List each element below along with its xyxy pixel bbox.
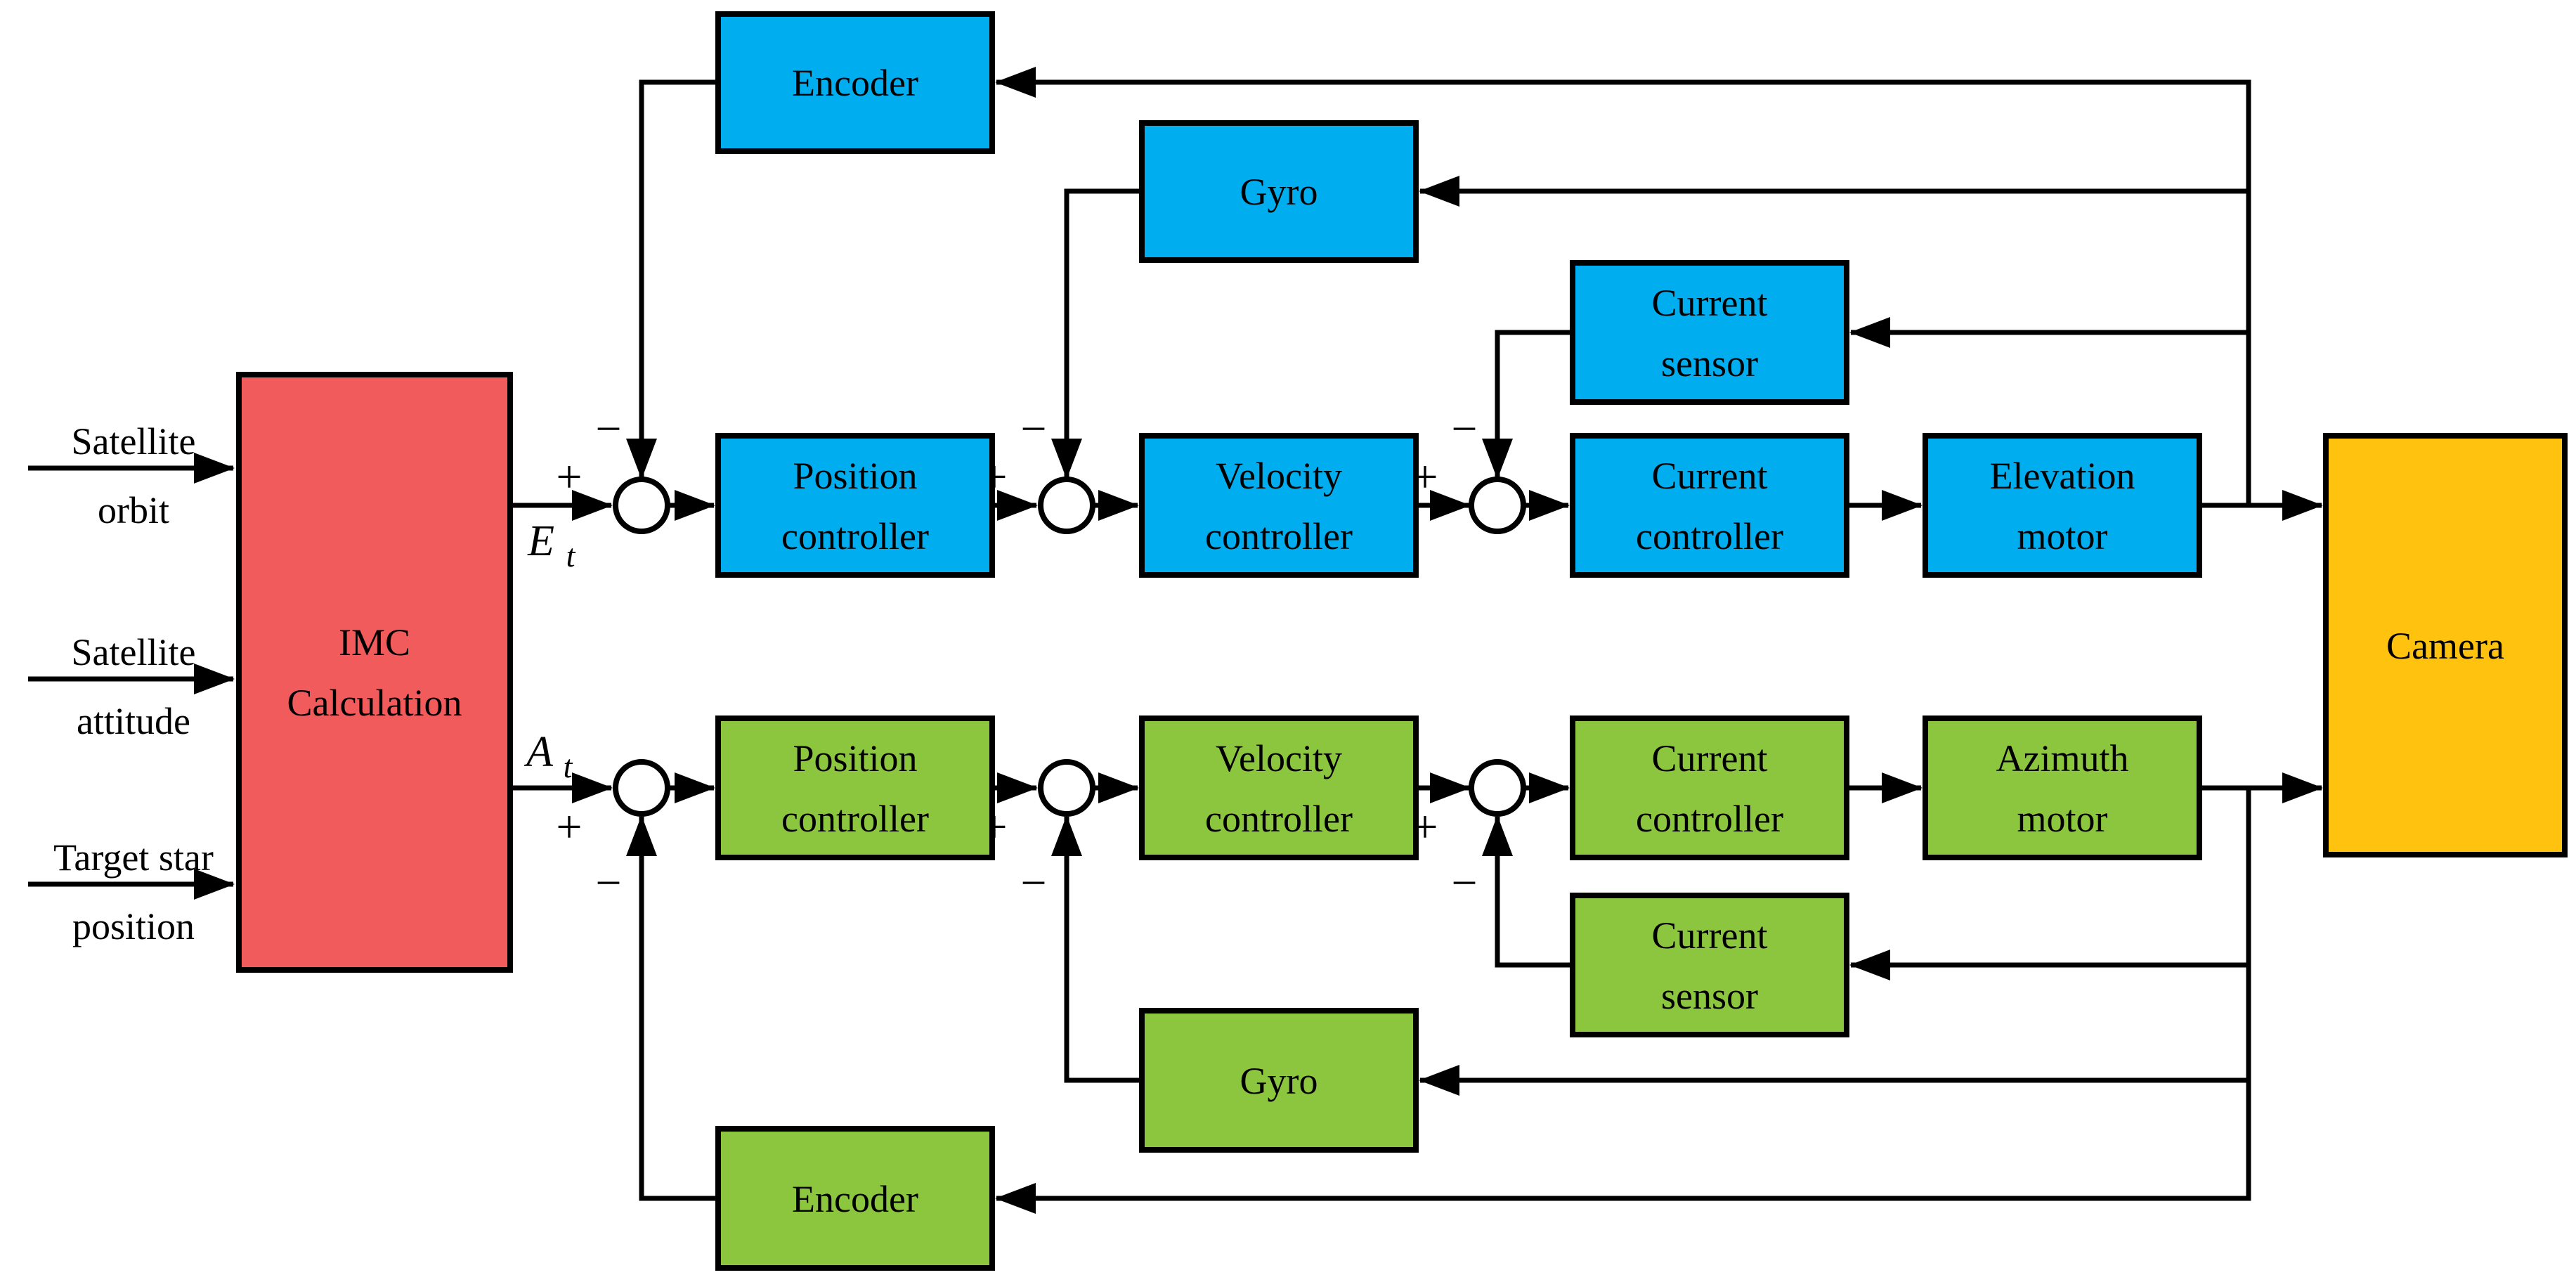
input-label-satellite-orbit-bottom: orbit [98, 489, 169, 531]
current-controller-elevation-label-top: Current [1652, 455, 1768, 497]
current-sensor-azimuth-block [1570, 893, 1849, 1037]
sum1-bottom-plus-sign: + [556, 801, 582, 853]
position-controller-azimuth-label-top: Position [793, 737, 917, 779]
sum1-top-plus-sign: + [556, 451, 582, 503]
azimuth-signal-base: A [523, 728, 554, 776]
current-controller-elevation-block [1570, 433, 1849, 578]
imc-calculation-block: IMC Calculation [236, 372, 513, 973]
position-controller-azimuth-label-bottom: controller [781, 798, 929, 840]
velocity-controller-elevation-label-bottom: controller [1205, 515, 1353, 557]
current-controller-elevation-label-bottom: controller [1636, 515, 1783, 557]
wire-gyro-el-to-sum2 [1051, 188, 1142, 479]
azimuth-motor-label-top: Azimuth [1996, 737, 2129, 779]
elevation-blocks: Encoder Gyro Current sensor Position con… [715, 11, 2202, 578]
elevation-motor-block [1923, 433, 2202, 578]
azimuth-feedback-wires [626, 788, 2251, 1214]
wire-gyro-az-to-sum2 [1051, 815, 1142, 1083]
summing-junctions [613, 477, 1526, 817]
input-label-satellite-orbit-top: Satellite [72, 420, 196, 462]
gyro-elevation-label: Gyro [1240, 171, 1318, 213]
elevation-feedback-wires [626, 67, 2251, 505]
camera-block-group: Camera [2323, 433, 2568, 857]
wire-encoder-el-to-sum1 [626, 79, 718, 479]
velocity-controller-elevation-label-top: Velocity [1216, 455, 1342, 497]
wire-tap-to-encoder-az [995, 788, 2251, 1214]
position-controller-elevation-label-top: Position [793, 455, 917, 497]
position-controller-azimuth-block [715, 716, 995, 860]
elevation-motor-label-bottom: motor [2017, 515, 2108, 557]
current-controller-azimuth-block [1570, 716, 1849, 860]
current-sensor-azimuth-label-bottom: sensor [1661, 975, 1758, 1017]
encoder-azimuth-label: Encoder [792, 1178, 918, 1220]
input-label-target-star-top: Target star [53, 836, 214, 879]
azimuth-signal-sub: t [564, 749, 573, 784]
azimuth-motor-label-bottom: motor [2017, 798, 2108, 840]
sum-junction-3-azimuth [1469, 759, 1526, 817]
input-satellite-orbit: Satellite orbit [28, 420, 235, 531]
current-sensor-elevation-block [1570, 260, 1849, 405]
sum-junction-1-azimuth [613, 759, 670, 817]
signal-labels: E t A t [523, 517, 576, 784]
wire-tap-to-encoder-el [995, 67, 2251, 505]
encoder-elevation-label: Encoder [792, 62, 918, 104]
sum2-top-minus-sign: − [1020, 403, 1046, 455]
imc-label-bottom: Calculation [287, 682, 462, 724]
elevation-signal-sub: t [566, 538, 576, 574]
sum2-bottom-minus-sign: − [1020, 857, 1046, 909]
gyro-elevation-block [1139, 120, 1419, 263]
encoder-elevation-block [715, 11, 995, 154]
current-sensor-elevation-label-top: Current [1652, 282, 1768, 324]
velocity-controller-elevation-block [1139, 433, 1419, 578]
sum3-top-minus-sign: − [1451, 403, 1477, 455]
input-label-target-star-bottom: position [72, 905, 195, 947]
current-sensor-azimuth-label-top: Current [1652, 914, 1768, 957]
sum-junction-2-azimuth [1038, 759, 1095, 817]
wire-encoder-az-to-sum1 [626, 815, 718, 1201]
wire-current-sensor-el-to-sum3 [1482, 330, 1573, 479]
elevation-motor-label-top: Elevation [1990, 455, 2135, 497]
current-controller-azimuth-label-top: Current [1652, 737, 1768, 779]
imc-calculation-rect [236, 372, 513, 973]
velocity-controller-azimuth-label-bottom: controller [1205, 798, 1353, 840]
imc-label-top: IMC [339, 621, 410, 663]
sum3-bottom-minus-sign: − [1451, 857, 1477, 909]
wire-current-sensor-az-to-sum3 [1482, 815, 1573, 968]
sum-junction-2-elevation [1038, 477, 1095, 534]
input-target-star-position: Target star position [28, 836, 235, 947]
sum-junction-3-elevation [1469, 477, 1526, 534]
position-controller-elevation-block [715, 433, 995, 578]
sum1-top-minus-sign: − [595, 403, 621, 455]
azimuth-motor-block [1923, 716, 2202, 860]
azimuth-blocks: Position controller Velocity controller … [715, 716, 2202, 1271]
sum1-bottom-minus-sign: − [595, 857, 621, 909]
input-label-satellite-attitude-top: Satellite [72, 631, 196, 673]
sum-junction-1-elevation [613, 477, 670, 534]
velocity-controller-azimuth-label-top: Velocity [1216, 737, 1342, 779]
gyro-azimuth-label: Gyro [1240, 1060, 1318, 1102]
encoder-azimuth-block [715, 1126, 995, 1271]
input-label-satellite-attitude-bottom: attitude [77, 700, 190, 742]
current-sensor-elevation-label-bottom: sensor [1661, 342, 1758, 384]
input-satellite-attitude: Satellite attitude [28, 631, 235, 742]
elevation-signal-base: E [527, 517, 554, 565]
gyro-azimuth-block [1139, 1008, 1419, 1153]
camera-block [2323, 433, 2568, 857]
velocity-controller-azimuth-block [1139, 716, 1419, 860]
position-controller-elevation-label-bottom: controller [781, 515, 929, 557]
current-controller-azimuth-label-bottom: controller [1636, 798, 1783, 840]
camera-label: Camera [2386, 625, 2504, 667]
